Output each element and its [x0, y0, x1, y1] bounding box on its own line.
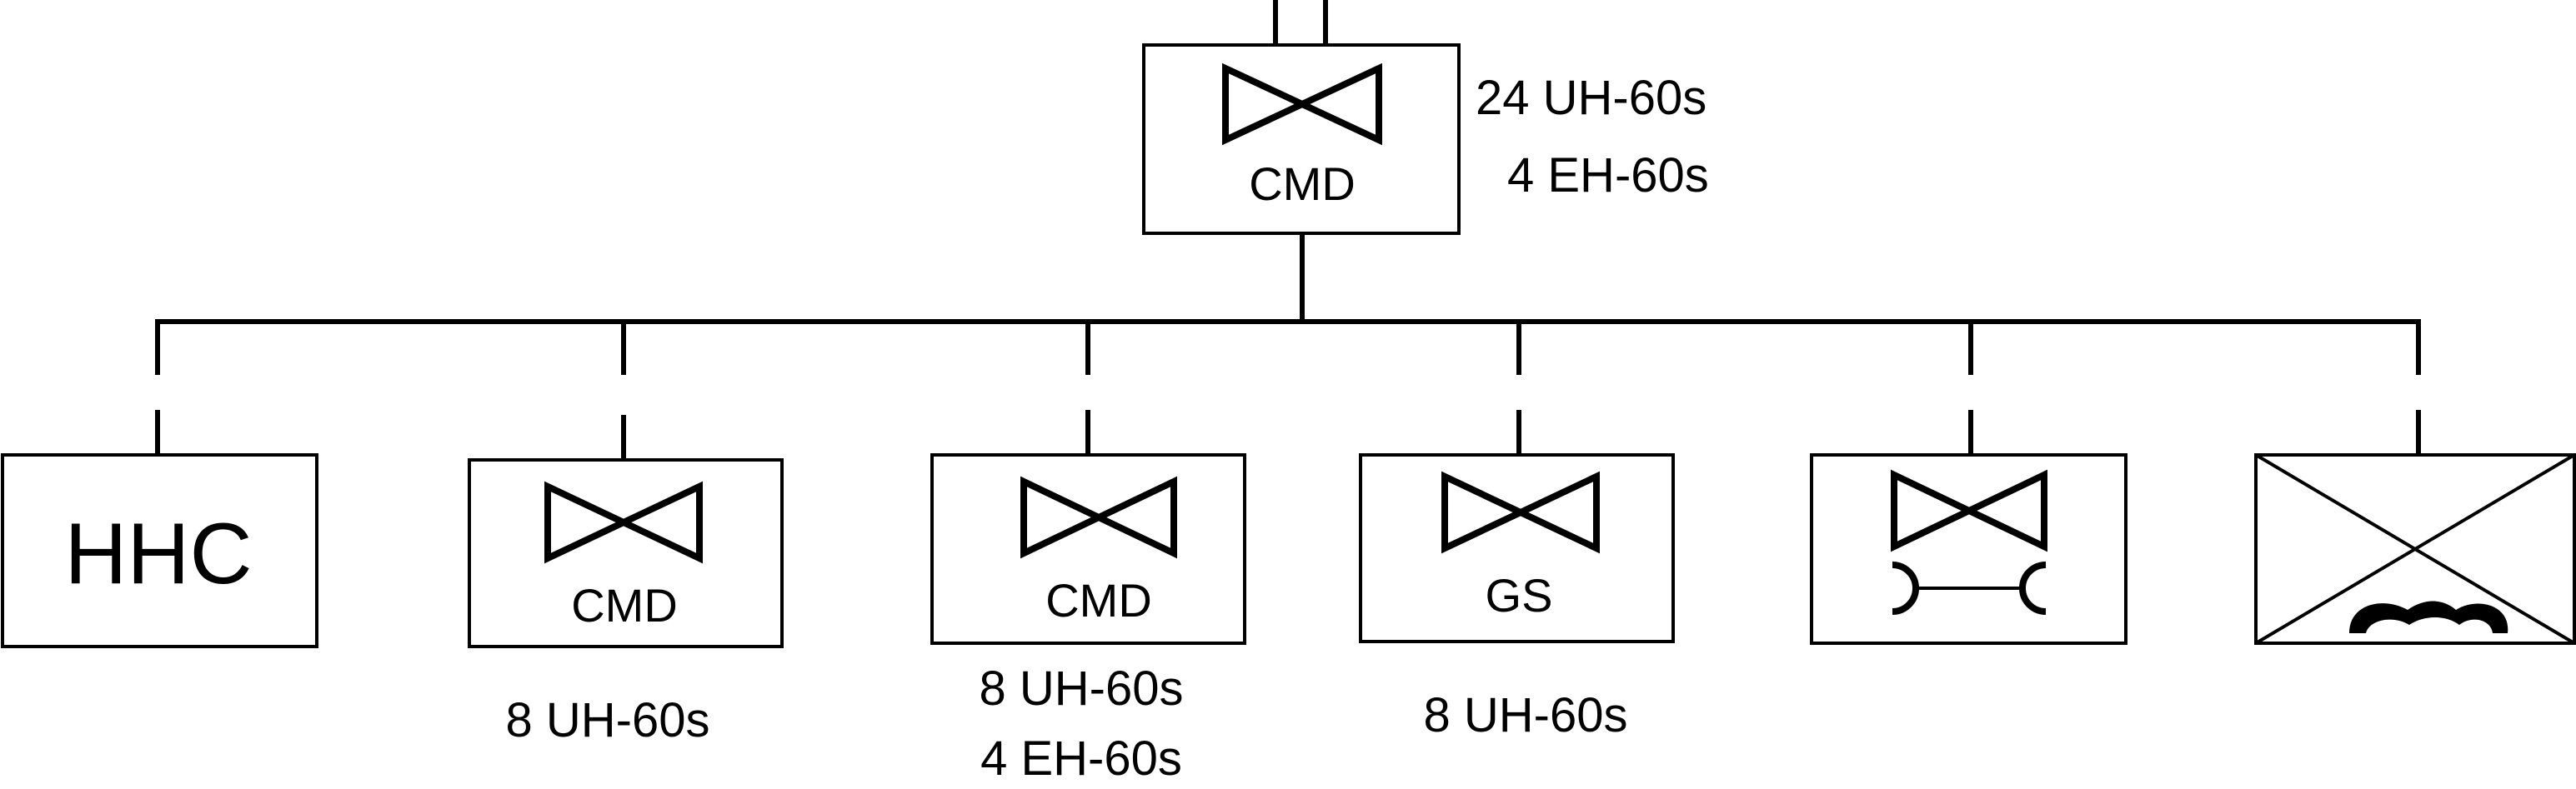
- bowtie-icon: [1441, 471, 1600, 554]
- wheeled-icon: [2349, 601, 2508, 633]
- sub-unit-maintenance[interactable]: [1810, 453, 2127, 645]
- maintenance-icon: [1892, 562, 2047, 615]
- bowtie-icon: [1222, 62, 1382, 146]
- connector-tree: [155, 233, 2421, 460]
- sub-unit-box: [930, 453, 1246, 645]
- top-unit[interactable]: CMD 24 UH-60s 4 EH-60s: [1142, 43, 1709, 235]
- sub-unit-label: GS: [1486, 569, 1553, 622]
- top-connector: [1273, 0, 1328, 45]
- sub-unit-label: CMD: [1045, 574, 1152, 627]
- sub-unit-cmd-2[interactable]: CMD 8 UH-60s 4 EH-60s: [930, 453, 1246, 786]
- sub-unit-strength-1: 8 UH-60s: [1424, 688, 1628, 742]
- sub-unit-strength-1: 8 UH-60s: [980, 662, 1184, 716]
- top-unit-strength-1: 24 UH-60s: [1476, 71, 1706, 125]
- sub-unit-box: [1810, 453, 2127, 645]
- sub-unit-label: CMD: [571, 579, 678, 632]
- sub-unit-strength-1: 8 UH-60s: [506, 693, 710, 747]
- sub-unit-hhc[interactable]: HHC: [1, 453, 318, 648]
- sub-unit-cmd-1[interactable]: CMD 8 UH-60s: [468, 458, 784, 747]
- bowtie-icon: [1020, 476, 1177, 559]
- sub-unit-label: HHC: [64, 506, 252, 602]
- sub-unit-box: [1, 453, 318, 648]
- bowtie-icon: [1891, 469, 2047, 552]
- sub-unit-infantry[interactable]: [2254, 453, 2576, 645]
- sub-unit-strength-2: 4 EH-60s: [980, 732, 1182, 786]
- sub-unit-box: [1359, 453, 1675, 643]
- sub-unit-box: [468, 458, 784, 648]
- sub-unit-gs[interactable]: GS 8 UH-60s: [1359, 453, 1675, 742]
- infantry-cross-icon: [2254, 453, 2576, 645]
- bowtie-icon: [544, 481, 703, 564]
- top-unit-box: [1142, 43, 1461, 235]
- top-unit-label: CMD: [1249, 157, 1356, 210]
- top-unit-strength-2: 4 EH-60s: [1507, 148, 1709, 202]
